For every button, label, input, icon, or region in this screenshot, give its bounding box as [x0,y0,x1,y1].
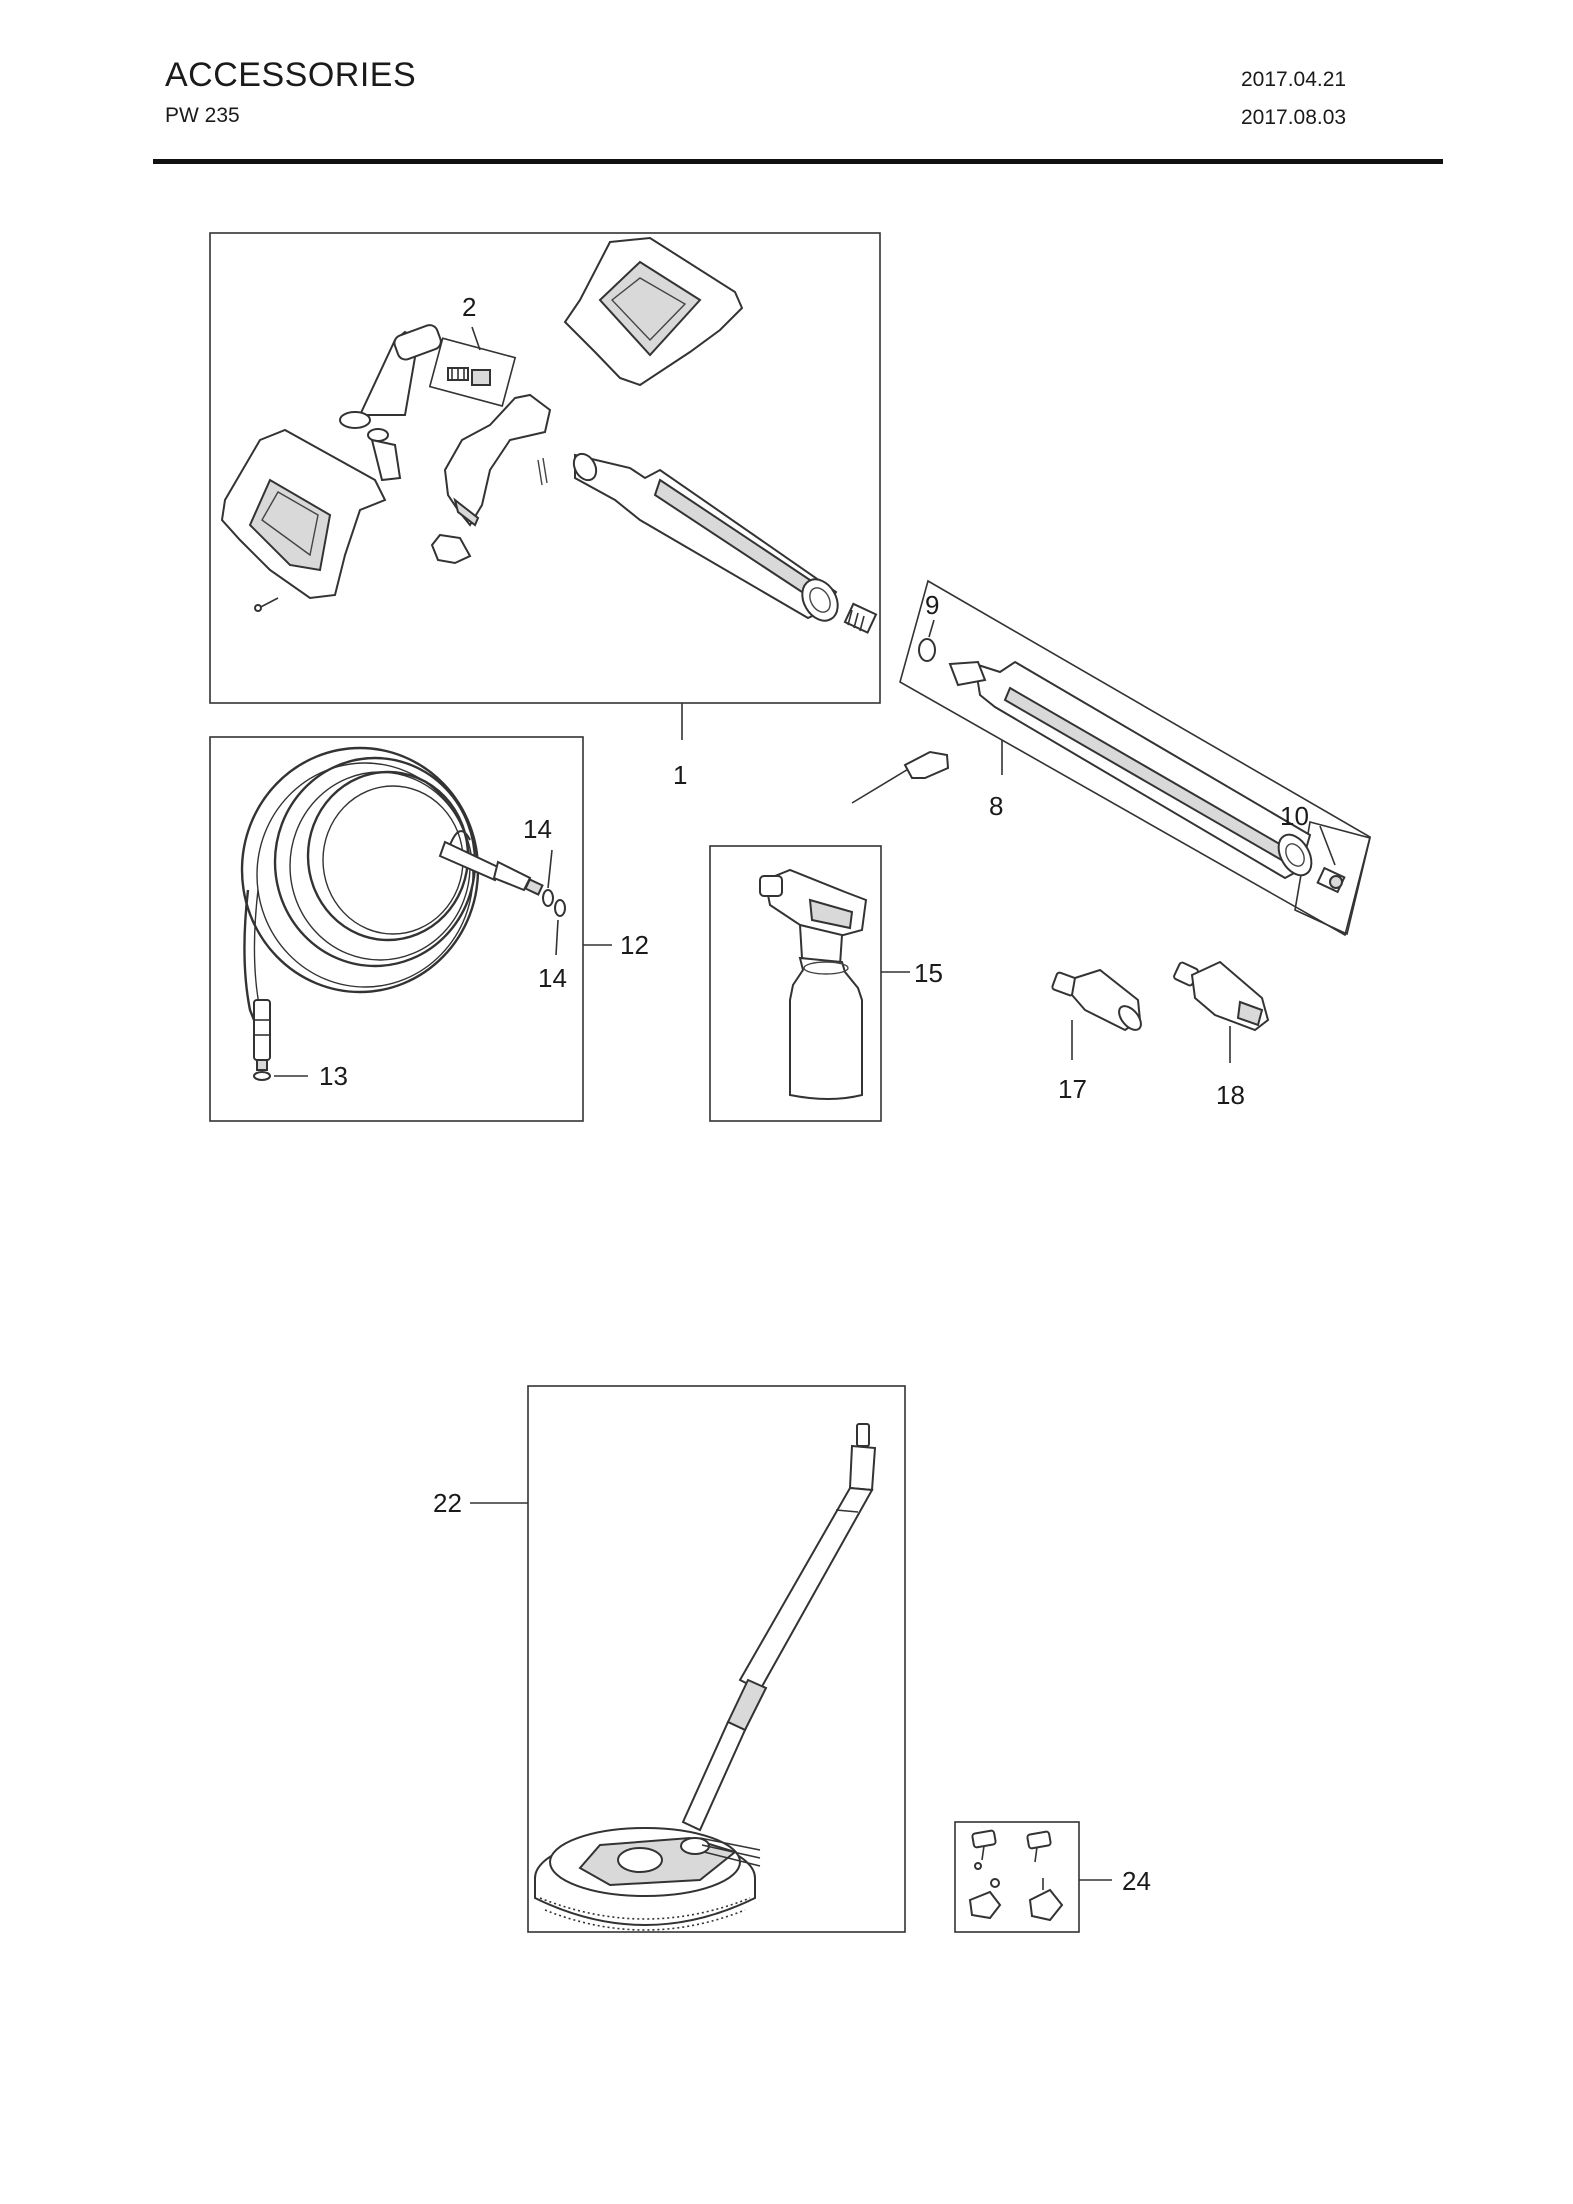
hose-quick-coupling [253,999,271,1071]
callout-14-top: 14 [523,814,552,844]
header-rule [153,159,1443,164]
foam-sprayer-bottle [789,956,863,1100]
clip [370,438,402,482]
patio-cleaner-group [527,1385,906,1933]
caster-wheel-3 [968,1878,1002,1920]
callout-18: 18 [1216,1080,1245,1110]
gun-extension-tube [572,452,839,622]
safety-lock [430,533,472,565]
lance-box [899,579,1371,937]
nozzle-17 [1051,968,1142,1032]
foam-sprayer-box [709,845,882,1122]
trigger-gun-group: 2 [209,232,881,704]
caster-wheels-group [954,1821,1080,1933]
foam-sprayer-head [759,868,868,967]
callout-17: 17 [1058,1074,1087,1104]
o-ring-13 [253,1071,271,1081]
handle-housing-left [220,428,387,612]
callout-12: 12 [620,930,649,960]
foam-sprayer-group [709,845,882,1122]
hose-box [209,736,584,1122]
page-title: ACCESSORIES [165,56,417,94]
callout-22: 22 [433,1488,462,1518]
o-ring-9 [918,638,936,662]
hose-group: 13 14 14 [209,736,584,1122]
valve-spring [447,367,491,386]
callout-10: 10 [1280,801,1309,831]
nozzle-tip-10 [1316,866,1346,894]
turbo-nozzle-18 [1173,960,1270,1032]
lance-group: 9 10 [899,579,1371,937]
lance-tube [948,660,1313,880]
callout-8: 8 [989,791,1003,821]
handle-housing-top [563,236,744,387]
caster-wheel-4 [1028,1878,1064,1922]
date-created: 2017.04.21 [1241,68,1347,91]
callout-1: 1 [673,760,687,790]
patio-cleaner-lance [681,1423,877,1832]
gun-fitting [843,602,878,634]
trigger-pin [537,459,543,486]
patio-cleaner-disc [534,1827,761,1931]
valve-body [339,324,442,442]
model-label: PW 235 [165,104,240,127]
patio-cleaner-box [527,1385,906,1933]
callout-24: 24 [1122,1866,1151,1896]
callout-9: 9 [925,590,939,620]
callout-2: 2 [462,292,476,322]
cleaning-needle [851,750,950,804]
callout-15: 15 [914,958,943,988]
hose-coil [240,746,480,1041]
trigger-gun-box [209,232,881,704]
date-revised: 2017.08.03 [1241,106,1347,129]
callout-13: 13 [319,1061,348,1091]
callout-14-bottom: 14 [538,963,567,993]
caster-wheels-box [954,1821,1080,1933]
trigger [443,393,552,527]
caster-wheel-2 [1026,1830,1052,1863]
hose-end-fitting [438,840,566,917]
caster-wheel-1 [971,1829,997,1870]
